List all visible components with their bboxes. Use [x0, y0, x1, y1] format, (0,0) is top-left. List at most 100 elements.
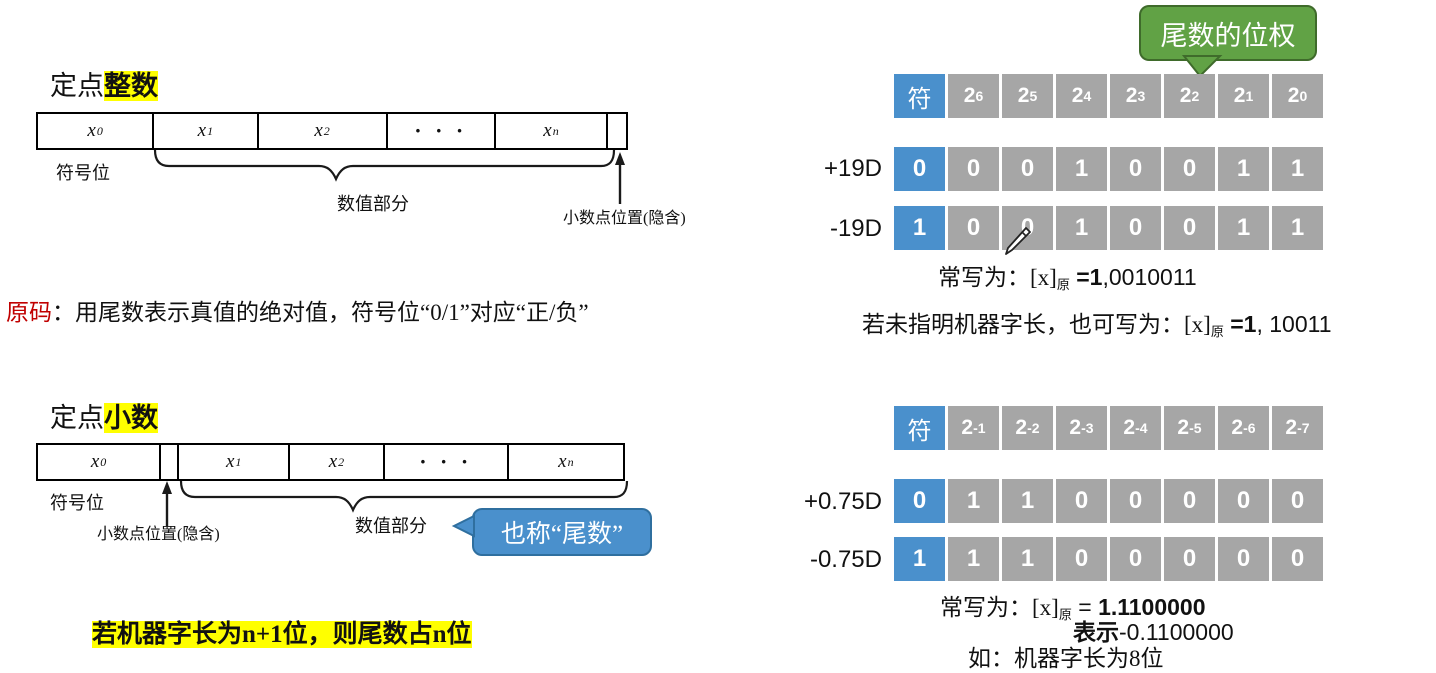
- integer-value-brace: [153, 149, 616, 182]
- integer-bit-cell-x2-base: x: [314, 120, 323, 141]
- fraction-bit-cell-xn-sub: n: [567, 454, 574, 469]
- fraction-table-header-row: 符 2-1 2-2 2-3 2-4 2-5 2-6 2-7: [894, 406, 1326, 450]
- integer-common-notation-sign: 1: [1089, 264, 1103, 290]
- fraction-bit-cell-x2-sub: 2: [338, 454, 345, 469]
- fraction-table-header-weight-6: 2-7: [1272, 406, 1323, 450]
- mantissa-callout-tail: [451, 514, 475, 538]
- fraction-value-brace: [179, 480, 629, 513]
- integer-bit-cell-ellipsis: · · ·: [388, 114, 496, 148]
- machine-word-length-note-text: 若机器字长为n+1位，则尾数占n位: [92, 621, 472, 648]
- mantissa-callout-label: 也称“尾数”: [500, 521, 624, 548]
- fraction-table-header-weight-0: 2-1: [948, 406, 999, 450]
- fraction-row-1-bit-1: 1: [948, 537, 999, 581]
- integer-decimal-point-label: 小数点位置(隐含): [563, 210, 686, 227]
- integer-table-header-weight-2-base: 2: [1071, 84, 1084, 107]
- mantissa-weight-callout-tail: [1181, 55, 1223, 78]
- fraction-bit-cell-x0-sub: 0: [100, 454, 107, 469]
- integer-row-0-bit-2: 0: [1002, 147, 1053, 191]
- integer-table-header-weight-5-base: 2: [1233, 84, 1246, 107]
- fraction-sign-bit-label: 符号位: [50, 493, 104, 513]
- integer-table-header-weight-0-base: 2: [963, 84, 976, 107]
- fraction-bit-cell-xn-base: x: [558, 451, 567, 472]
- integer-bit-cell-point: [608, 114, 626, 148]
- integer-bit-cell-x1-sub: 1: [207, 123, 214, 138]
- integer-table-header-sign: 符: [894, 74, 945, 118]
- fraction-common-notation-eq: =: [1071, 594, 1099, 620]
- integer-row-1-bit-0: 1: [894, 206, 945, 250]
- integer-alt-notation-line: 若未指明机器字长，也可写为：[x]原 =1, 10011: [862, 305, 1332, 340]
- fixed-point-integer-title-highlight: 整数: [104, 71, 158, 101]
- integer-row-0-bit-5: 0: [1164, 147, 1215, 191]
- fraction-table-header-weight-3: 2-4: [1110, 406, 1161, 450]
- fraction-common-notation-value: 1.1100000: [1098, 594, 1206, 620]
- fixed-point-integer-title: 定点整数: [50, 64, 158, 103]
- integer-alt-notation-sub: 原: [1210, 323, 1224, 339]
- fraction-table-row-0: 0 1 1 0 0 0 0 0: [894, 479, 1326, 523]
- fraction-row-1-label: -0.75D: [809, 546, 882, 573]
- fraction-row-1-bit-5: 0: [1164, 537, 1215, 581]
- fixed-point-fraction-title-highlight: 小数: [104, 403, 158, 433]
- integer-table-row-1: 1 0 0 1 0 0 1 1: [894, 206, 1326, 250]
- fraction-row-1-bit-2: 1: [1002, 537, 1053, 581]
- fraction-table-header-weight-1: 2-2: [1002, 406, 1053, 450]
- fraction-common-notation-sub: 原: [1058, 606, 1072, 622]
- integer-row-1-bit-5: 0: [1164, 206, 1215, 250]
- fraction-row-1-bit-0: 1: [894, 537, 945, 581]
- fraction-point-arrow-head: [162, 481, 172, 494]
- original-code-term: 原码: [6, 300, 52, 325]
- fraction-row-0-bit-4: 0: [1110, 479, 1161, 523]
- fraction-row-1-bit-7: 0: [1272, 537, 1323, 581]
- fraction-bit-cell-ellipsis: · · ·: [385, 445, 509, 479]
- integer-point-arrow-head: [615, 152, 625, 165]
- machine-word-length-note: 若机器字长为n+1位，则尾数占n位: [92, 614, 472, 650]
- integer-row-0-label: +19D: [823, 155, 882, 182]
- integer-bit-cell-xn-base: x: [543, 120, 552, 141]
- fraction-common-notation-line: 常写为：[x]原 = 1.1100000: [940, 588, 1206, 623]
- integer-table-header-sign-label: 符: [907, 86, 932, 113]
- fraction-table-header-sign-label: 符: [907, 418, 932, 445]
- integer-common-notation-prefix: 常写为：[x]: [938, 265, 1057, 290]
- integer-alt-notation-rest: , 10011: [1256, 311, 1332, 337]
- integer-alt-notation-prefix: 若未指明机器字长，也可写为：[x]: [862, 312, 1211, 337]
- original-code-definition-rest: ：用尾数表示真值的绝对值，符号位“0/1”对应“正/负”: [52, 300, 589, 325]
- fraction-row-0-bit-6: 0: [1218, 479, 1269, 523]
- fraction-value-part-label: 数值部分: [355, 516, 427, 536]
- fraction-row-1-bit-6: 0: [1218, 537, 1269, 581]
- fraction-table-header-weight-3-base: 2: [1123, 416, 1136, 439]
- integer-bit-cell-x0-sub: 0: [96, 123, 103, 138]
- mantissa-callout: 也称“尾数”: [472, 508, 652, 556]
- integer-bit-cell-x1-base: x: [197, 120, 207, 141]
- integer-row-0-bit-6: 1: [1218, 147, 1269, 191]
- pen-cursor-icon: [1005, 227, 1031, 255]
- mantissa-callout-tail-shape: [451, 514, 475, 538]
- fraction-bit-cell-point: [161, 445, 180, 479]
- fraction-table-header-sign: 符: [894, 406, 945, 450]
- fraction-bit-cell-x1-base: x: [225, 451, 235, 472]
- fraction-decimal-point-label: 小数点位置(隐含): [97, 526, 220, 543]
- integer-alt-notation-sign: 1: [1243, 311, 1257, 337]
- integer-bit-cell-ellipsis-base: · · ·: [414, 118, 468, 143]
- integer-row-1-bit-3: 1: [1056, 206, 1107, 250]
- fraction-row-0-bit-2: 1: [1002, 479, 1053, 523]
- integer-table-header-weight-3-base: 2: [1125, 84, 1138, 107]
- fixed-point-fraction-title: 定点小数: [50, 396, 158, 435]
- fraction-bit-cell-ellipsis-base: · · ·: [419, 449, 473, 474]
- fraction-word-length-note: 如：机器字长为8位: [968, 646, 1164, 671]
- fraction-table-header-weight-1-base: 2: [1015, 416, 1028, 439]
- integer-alt-notation-eq: =: [1223, 311, 1244, 337]
- pen-cursor-icon-ferrule: [1021, 231, 1027, 237]
- integer-row-1-bit-6: 1: [1218, 206, 1269, 250]
- integer-table-header-weight-6-base: 2: [1287, 84, 1300, 107]
- integer-common-notation-rest: ,0010011: [1102, 264, 1197, 290]
- original-code-definition-line: 原码：用尾数表示真值的绝对值，符号位“0/1”对应“正/负”: [6, 293, 589, 327]
- pen-cursor-icon-body: [1005, 227, 1031, 255]
